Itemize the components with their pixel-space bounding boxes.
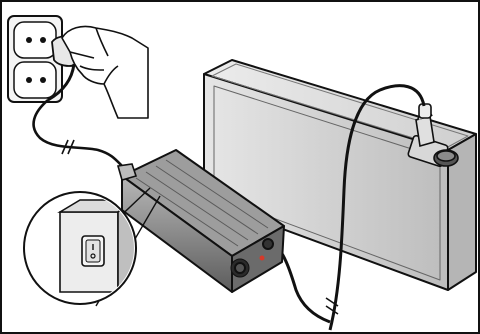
hand — [62, 26, 148, 118]
mains-cable — [34, 100, 124, 168]
charger-input — [118, 164, 136, 180]
